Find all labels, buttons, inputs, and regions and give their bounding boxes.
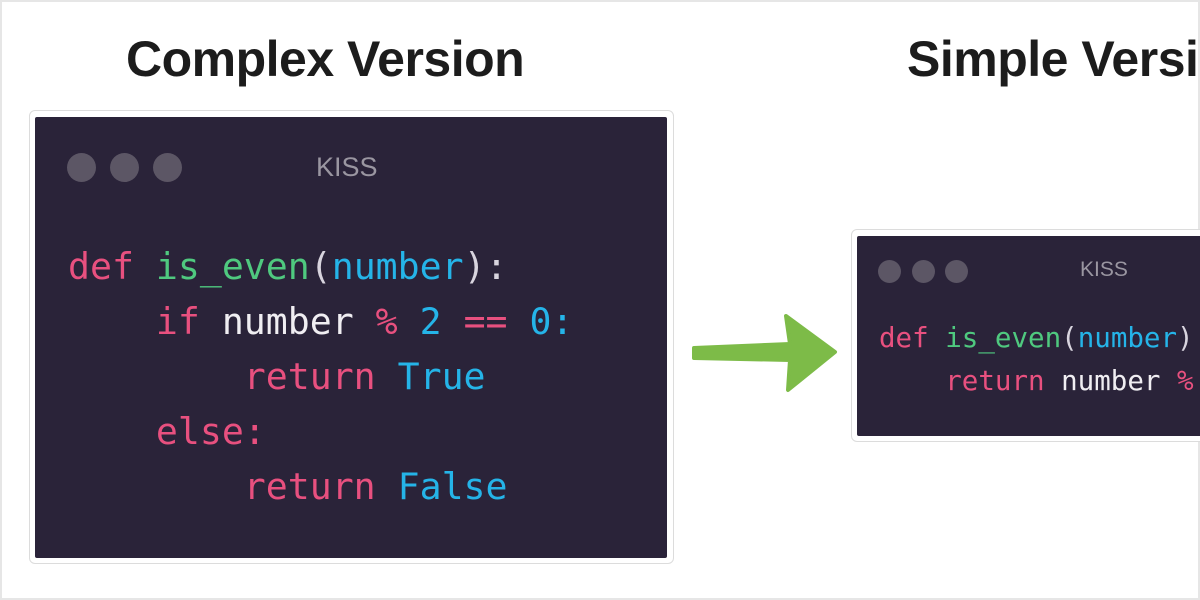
arrow-right-icon — [692, 314, 837, 392]
code-token: number — [1061, 365, 1178, 397]
code-token: 0: — [529, 300, 574, 343]
code-token: ): — [463, 245, 508, 288]
complex-code-window: KISS def is_even(number): if number % 2 … — [29, 110, 674, 564]
code-line: return number % — [879, 360, 1194, 403]
code-token: return — [879, 365, 1062, 397]
code-token: return — [68, 465, 398, 508]
window-dot-icon — [878, 260, 901, 283]
window-title: KISS — [316, 152, 378, 182]
code-token: 2 — [419, 300, 464, 343]
code-token: def — [68, 245, 156, 288]
code-token: number — [221, 300, 376, 343]
code-line: else: — [68, 404, 573, 459]
code-token: False — [397, 465, 508, 508]
code-token: def — [879, 322, 946, 354]
code-token: return — [68, 355, 398, 398]
code-token: number — [331, 245, 464, 288]
code-block: def is_even(number) return number % — [879, 317, 1194, 403]
complex-heading: Complex Version — [126, 31, 525, 87]
code-token: else: — [68, 410, 266, 453]
code-line: def is_even(number) — [879, 317, 1194, 360]
window-dot-icon — [110, 153, 139, 182]
simple-heading: Simple Version — [907, 31, 1200, 87]
simple-code-window: KISS def is_even(number) return number % — [851, 229, 1200, 442]
code-token: % — [1177, 365, 1194, 397]
window-dot-icon — [67, 153, 96, 182]
code-token: % — [375, 300, 420, 343]
code-token: number — [1077, 322, 1178, 354]
window-dot-icon — [945, 260, 968, 283]
code-token: if — [68, 300, 222, 343]
code-line: return True — [68, 349, 573, 404]
code-token: ( — [309, 245, 332, 288]
code-block: def is_even(number): if number % 2 == 0:… — [68, 239, 573, 514]
window-title: KISS — [1080, 258, 1128, 281]
code-line: return False — [68, 459, 573, 514]
code-token: is_even — [155, 245, 310, 288]
code-token: == — [463, 300, 530, 343]
code-token: is_even — [945, 322, 1062, 354]
window-dot-icon — [912, 260, 935, 283]
code-token: ( — [1061, 322, 1078, 354]
code-line: def is_even(number): — [68, 239, 573, 294]
code-token: True — [397, 355, 486, 398]
window-dot-icon — [153, 153, 182, 182]
code-token: ) — [1177, 322, 1194, 354]
code-line: if number % 2 == 0: — [68, 294, 574, 349]
